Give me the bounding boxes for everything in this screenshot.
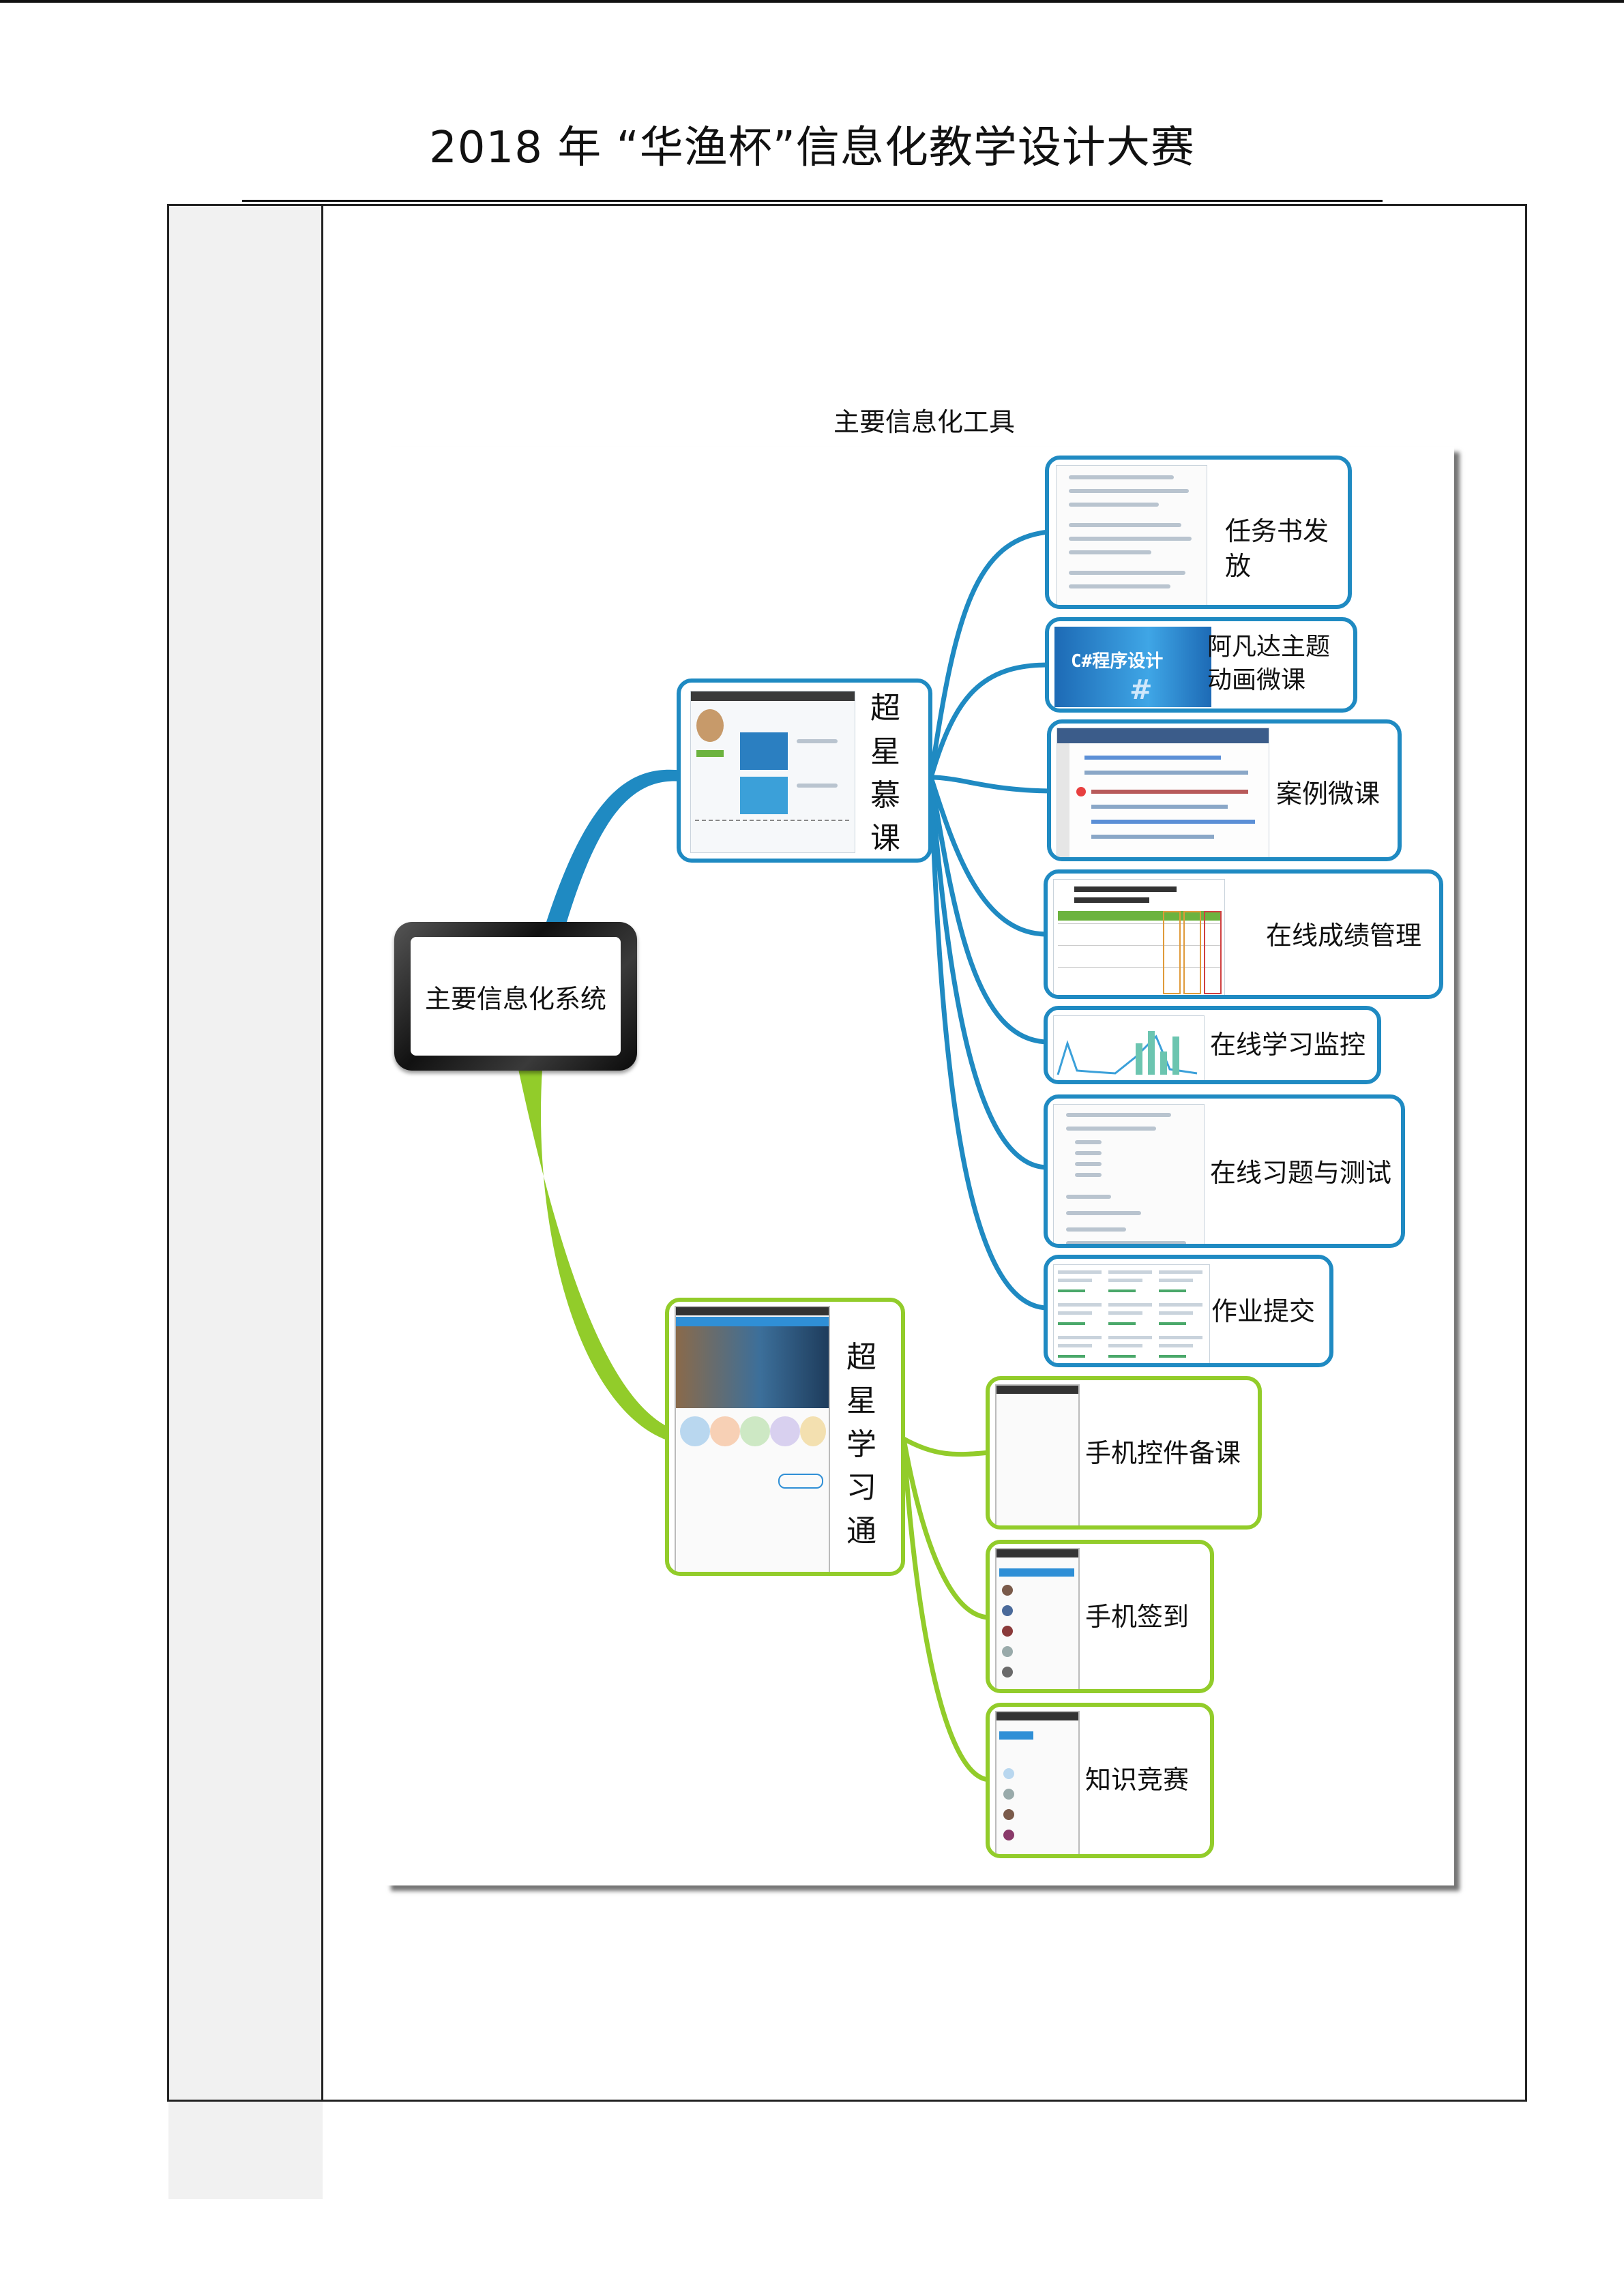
monitor-chart-thumb (1053, 1015, 1205, 1080)
homework-grid (1058, 1270, 1202, 1358)
cs-banner-text: C#程序设计 (1071, 651, 1164, 672)
branch-node-xuexitong[interactable]: 超星学习通 (665, 1298, 905, 1576)
child-node-phone-check-in-label: 手机签到 (1085, 1602, 1190, 1632)
child-node-avatar-micro-lesson-label: 阿凡达主题动画微课 (1207, 633, 1331, 694)
homework-grid-thumb (1053, 1264, 1210, 1363)
monitor-chart-sparkline (1057, 1031, 1198, 1075)
child-node-phone-check-in[interactable]: 手机签到 (986, 1540, 1214, 1693)
table-frame (167, 204, 1527, 2102)
branch-connector-xuexitong (518, 1069, 672, 1440)
child-connector-10 (901, 1436, 992, 1783)
branch-connector-mooc (546, 769, 682, 924)
child-node-knowledge-contest[interactable]: 知识竞赛 (986, 1703, 1214, 1858)
child-connector-4 (928, 775, 1050, 937)
child-node-knowledge-contest-label: 知识竞赛 (1085, 1765, 1190, 1795)
child-node-phone-lesson-prep-label: 手机控件备课 (1085, 1438, 1241, 1468)
central-node-screen: 主要信息化系统 (411, 937, 621, 1056)
child-node-online-monitor-label: 在线学习监控 (1210, 1030, 1366, 1060)
top-rule (0, 0, 1624, 3)
child-node-online-grade-label: 在线成绩管理 (1266, 921, 1422, 951)
child-node-case-micro-lesson-label: 案例微课 (1276, 779, 1381, 809)
child-connector-7 (928, 775, 1050, 1311)
exercise-thumb (1053, 1104, 1205, 1244)
figure-caption: 主要信息化工具 (833, 407, 1015, 437)
grade-table-thumb (1053, 879, 1225, 995)
table-divider (321, 204, 323, 2102)
child-connector-5 (928, 775, 1050, 1045)
central-node-label: 主要信息化系统 (424, 983, 606, 1014)
child-connector-6 (928, 775, 1050, 1170)
child-node-task-book[interactable]: 任务书发放 (1045, 456, 1352, 609)
child-node-homework-submit[interactable]: 作业提交 (1044, 1255, 1333, 1367)
child-node-task-book-label: 任务书发放 (1225, 516, 1329, 582)
contest-phone-thumb (995, 1711, 1080, 1854)
left-column-extension (168, 2100, 323, 2199)
child-node-online-monitor[interactable]: 在线学习监控 (1044, 1006, 1381, 1084)
child-node-case-micro-lesson[interactable]: 案例微课 (1047, 719, 1402, 861)
central-node[interactable]: 主要信息化系统 (394, 922, 637, 1071)
check-in-phone-thumb (995, 1548, 1080, 1689)
child-connector-8 (901, 1436, 992, 1457)
task-book-thumb (1056, 465, 1207, 605)
child-node-online-exercise[interactable]: 在线习题与测试 (1044, 1094, 1405, 1248)
child-connector-2 (928, 662, 1052, 780)
child-connector-1 (928, 529, 1052, 780)
child-node-phone-lesson-prep[interactable]: 手机控件备课 (986, 1376, 1262, 1530)
child-connector-9 (901, 1436, 992, 1620)
title-rule (242, 200, 1383, 202)
child-connector-3 (928, 775, 1057, 794)
page-title: 2018 年 “华渔杯”信息化教学设计大赛 (429, 123, 1195, 173)
lesson-prep-phone-thumb (995, 1384, 1080, 1525)
child-node-avatar-micro-lesson[interactable]: C#程序设计 # 阿凡达主题动画微课 (1045, 617, 1357, 713)
branch-node-mooc[interactable]: 超星慕课 (677, 679, 932, 863)
branch-node-mooc-label: 超星慕课 (870, 691, 900, 856)
cs-banner-thumb: C#程序设计 # (1054, 627, 1211, 707)
child-node-online-exercise-label: 在线习题与测试 (1210, 1158, 1392, 1188)
child-node-online-grade[interactable]: 在线成绩管理 (1044, 869, 1443, 999)
left-column (168, 205, 323, 2198)
branch-node-xuexitong-label: 超星学习通 (846, 1340, 876, 1549)
child-node-homework-submit-label: 作业提交 (1211, 1296, 1316, 1326)
code-editor-thumb (1057, 728, 1269, 857)
mooc-screenshot-thumb (690, 691, 855, 853)
xuexitong-phone-thumb (675, 1306, 830, 1572)
